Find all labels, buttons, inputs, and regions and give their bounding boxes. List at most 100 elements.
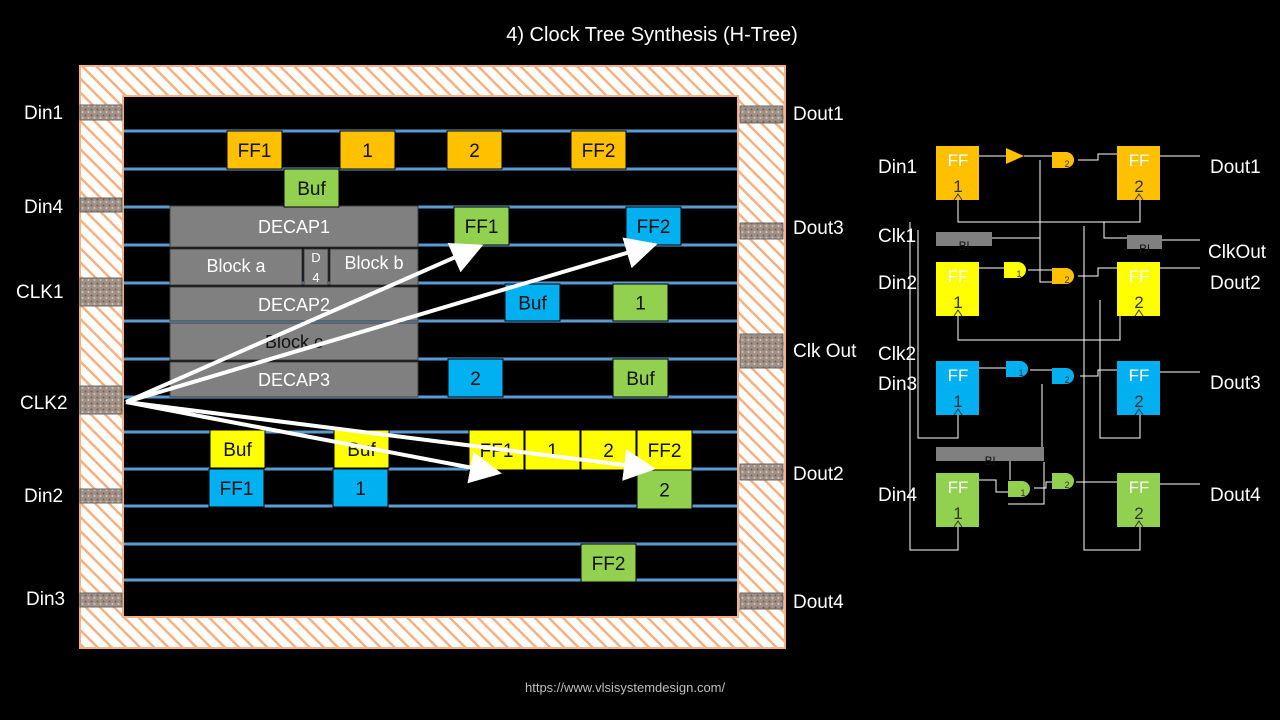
schematic-buffer-icon (1006, 148, 1024, 164)
schem-in-din4: Din4 (878, 485, 918, 506)
schem-in-din2: Din2 (878, 273, 918, 294)
clock-arrow-blue-ff2 (125, 237, 658, 404)
schematic-clock-buffer: Bl (936, 447, 1044, 468)
schematic-logic-gate: 2 (1052, 473, 1074, 490)
wire (957, 312, 1121, 341)
std-cell: Buf (209, 429, 266, 469)
pin-label-din3: Din3 (26, 589, 66, 610)
std-cell: FF2 (636, 429, 693, 471)
pin-label-clk2: CLK2 (20, 393, 68, 414)
std-cell-label: Buf (297, 179, 326, 200)
std-cell-label: FF1 (465, 217, 499, 238)
schematic-flip-flop: FF1 (936, 262, 979, 317)
svg-text:1: 1 (953, 177, 962, 196)
clock-arrow-green-ff1 (125, 243, 484, 404)
schem-out-dout4: Dout4 (1210, 485, 1261, 506)
std-cell: Buf (283, 168, 340, 208)
svg-text:1: 1 (953, 504, 962, 523)
std-cell-label: Buf (626, 369, 655, 390)
std-cell-label: Buf (518, 294, 547, 315)
std-cell: FF1 (208, 468, 265, 508)
svg-text:FF: FF (948, 478, 969, 497)
std-cell: 2 (446, 130, 503, 170)
wire (1083, 226, 1141, 551)
clock-arrow-yellow-ff1 (125, 400, 502, 484)
schematic-logic-gate: 1 (1008, 481, 1030, 498)
wire (1103, 222, 1128, 239)
io-pin (739, 222, 784, 240)
std-cell: FF2 (570, 130, 627, 170)
std-cell-label: FF2 (637, 217, 671, 238)
svg-text:FF: FF (948, 151, 969, 170)
io-pin (79, 104, 123, 121)
std-cell: FF1 (453, 206, 510, 246)
schematic-logic-gate: 2 (1052, 368, 1074, 385)
decap1-label: DECAP1 (258, 217, 330, 237)
svg-text:2: 2 (1064, 159, 1069, 169)
schematic-clock-buffer: Bl (936, 232, 992, 253)
svg-text:Bl: Bl (1139, 242, 1150, 256)
svg-text:1: 1 (1020, 488, 1025, 498)
svg-text:2: 2 (1064, 480, 1069, 490)
svg-text:1: 1 (1016, 269, 1021, 279)
pin-label-din1: Din1 (24, 103, 64, 124)
d4-macro (303, 248, 329, 286)
schem-out-dout1: Dout1 (1210, 157, 1261, 178)
pin-label-dout2: Dout2 (793, 464, 844, 485)
std-cell-label: 1 (635, 294, 646, 315)
std-cell-label: Buf (223, 440, 252, 461)
decap1-macro (169, 205, 419, 248)
std-cell-label: FF1 (238, 141, 272, 162)
pin-label-din2: Din2 (24, 486, 64, 507)
std-cell: FF2 (580, 543, 637, 583)
pin-label-dout1: Dout1 (793, 104, 844, 125)
schematic-flip-flop: FF1 (936, 361, 979, 416)
wire (957, 200, 1141, 223)
clock-arrow-yellow-ff2 (125, 400, 656, 481)
wire (1078, 153, 1117, 161)
io-pin (79, 385, 123, 415)
io-pin (79, 488, 123, 504)
wire (917, 230, 959, 439)
schematic (909, 153, 1200, 551)
schem-out-clkout: ClkOut (1208, 242, 1267, 263)
decap2-label: DECAP2 (258, 295, 330, 315)
std-cell: 2 (447, 358, 504, 398)
svg-text:Bl: Bl (985, 454, 996, 468)
schematic-flip-flop: FF2 (1117, 473, 1160, 528)
std-cell-label: FF2 (592, 554, 626, 575)
io-pin (739, 105, 784, 124)
schematic-flip-flop: FF 1 (936, 473, 979, 528)
io-pin (79, 197, 123, 213)
std-cell: Buf (333, 429, 390, 469)
title: 4) Clock Tree Synthesis (H-Tree) (506, 24, 798, 46)
schematic-flip-flop: FF2 (1117, 361, 1160, 416)
schem-in-clk1: Clk1 (878, 226, 917, 247)
std-cell: FF2 (625, 206, 682, 246)
io-pin (79, 592, 123, 608)
schem-in-din3: Din3 (878, 374, 918, 395)
clock-arrows (125, 237, 658, 484)
std-cell-label: 1 (355, 479, 366, 500)
wire (1080, 369, 1117, 377)
wire (1039, 238, 1052, 283)
std-cell: Buf (612, 358, 669, 398)
std-cell-label: 1 (362, 141, 373, 162)
io-pin (739, 463, 784, 481)
wire (1099, 300, 1141, 439)
schematic-logic-gate: 1 (1004, 262, 1026, 279)
decap3-label: DECAP3 (258, 370, 330, 390)
schem-out-dout2: Dout2 (1210, 273, 1261, 294)
schem-in-din1: Din1 (878, 157, 918, 178)
block-b-label: Block b (344, 253, 403, 273)
wire (978, 479, 1008, 493)
wire (1008, 462, 1045, 505)
io-pin (739, 592, 784, 610)
std-cell: FF1 (226, 130, 283, 170)
pin-label-dout3: Dout3 (793, 218, 844, 239)
schem-out-dout3: Dout3 (1210, 373, 1261, 394)
svg-text:Bl: Bl (959, 239, 970, 253)
